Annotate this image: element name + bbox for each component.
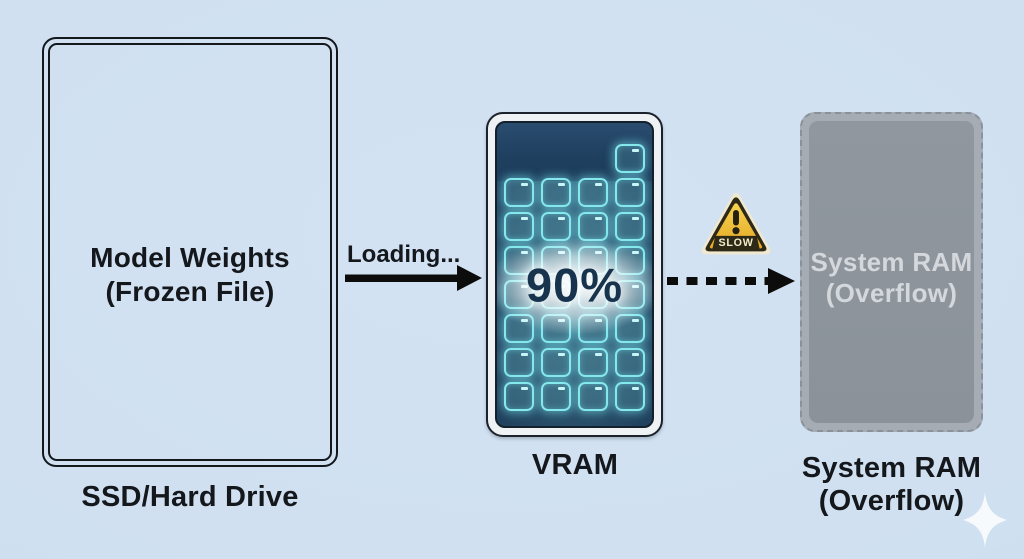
vram-cell-tick-icon	[521, 319, 528, 322]
vram-cell-tick-icon	[558, 319, 565, 322]
vram-screen: 90%	[495, 121, 654, 428]
vram-cell	[504, 382, 534, 411]
ssd-box: Model Weights (Frozen File)	[42, 37, 338, 467]
vram-cell-tick-icon	[632, 183, 639, 186]
vram-cell	[578, 348, 608, 377]
vram-cell	[615, 144, 645, 173]
vram-cell-empty	[578, 144, 608, 173]
vram-cell-tick-icon	[595, 319, 602, 322]
vram-cell-tick-icon	[632, 149, 639, 152]
system-ram-caption-line2: (Overflow)	[818, 485, 965, 517]
vram-cell	[541, 382, 571, 411]
vram-cell	[541, 314, 571, 343]
vram-cell-tick-icon	[632, 319, 639, 322]
ssd-title-line1: Model Weights	[90, 242, 290, 273]
ssd-title: Model Weights (Frozen File)	[90, 241, 290, 309]
vram-cell-tick-icon	[595, 251, 602, 254]
vram-cell	[541, 212, 571, 241]
vram-cell-tick-icon	[521, 217, 528, 220]
overflow-arrow-icon	[667, 268, 795, 294]
vram-cell	[504, 348, 534, 377]
vram-cell-tick-icon	[632, 387, 639, 390]
vram-cell	[615, 314, 645, 343]
vram-cell	[578, 178, 608, 207]
vram-cell-tick-icon	[558, 183, 565, 186]
ssd-title-line2: (Frozen File)	[105, 276, 275, 307]
warning-triangle-icon: SLOW	[701, 192, 771, 255]
vram-cell-tick-icon	[595, 387, 602, 390]
vram-cell-tick-icon	[632, 353, 639, 356]
system-ram-box: System RAM (Overflow)	[800, 112, 983, 432]
vram-cell	[504, 178, 534, 207]
vram-cell	[504, 314, 534, 343]
vram-cell-tick-icon	[558, 251, 565, 254]
vram-cell-tick-icon	[595, 183, 602, 186]
vram-cell-tick-icon	[632, 251, 639, 254]
vram-cell	[578, 314, 608, 343]
vram-cell-tick-icon	[632, 217, 639, 220]
loading-label: Loading...	[347, 241, 461, 268]
vram-cell-tick-icon	[595, 217, 602, 220]
vram-caption: VRAM	[531, 449, 619, 481]
sparkle-icon	[963, 492, 1007, 548]
vram-cell	[504, 212, 534, 241]
loading-arrow-icon	[345, 265, 482, 291]
vram-cell	[578, 382, 608, 411]
system-ram-caption: System RAM (Overflow)	[795, 452, 988, 518]
vram-cell-tick-icon	[595, 353, 602, 356]
system-ram-title-line1: System RAM	[810, 247, 973, 277]
warning-slow-label: SLOW	[718, 237, 753, 249]
vram-cell-tick-icon	[521, 353, 528, 356]
vram-cell	[615, 212, 645, 241]
vram-cell	[615, 348, 645, 377]
system-ram-inner: System RAM (Overflow)	[809, 121, 974, 423]
system-ram-caption-line1: System RAM	[801, 452, 982, 484]
vram-cell-tick-icon	[521, 251, 528, 254]
system-ram-title-line2: (Overflow)	[825, 278, 958, 308]
vram-cell	[615, 178, 645, 207]
vram-cell-empty	[541, 144, 571, 173]
vram-cell-tick-icon	[558, 353, 565, 356]
vram-cell-empty	[504, 144, 534, 173]
vram-cell-tick-icon	[558, 217, 565, 220]
vram-cell-tick-icon	[558, 387, 565, 390]
ssd-box-inner-border: Model Weights (Frozen File)	[48, 43, 332, 461]
vram-cell-tick-icon	[521, 387, 528, 390]
vram-cell-tick-icon	[521, 183, 528, 186]
vram-cell	[541, 178, 571, 207]
system-ram-title: System RAM (Overflow)	[811, 247, 973, 309]
vram-device: 90%	[486, 112, 663, 437]
vram-cell	[541, 348, 571, 377]
vram-usage-label: 90%	[525, 258, 624, 312]
ssd-caption: SSD/Hard Drive	[81, 481, 299, 513]
vram-cell	[615, 382, 645, 411]
vram-cell	[578, 212, 608, 241]
